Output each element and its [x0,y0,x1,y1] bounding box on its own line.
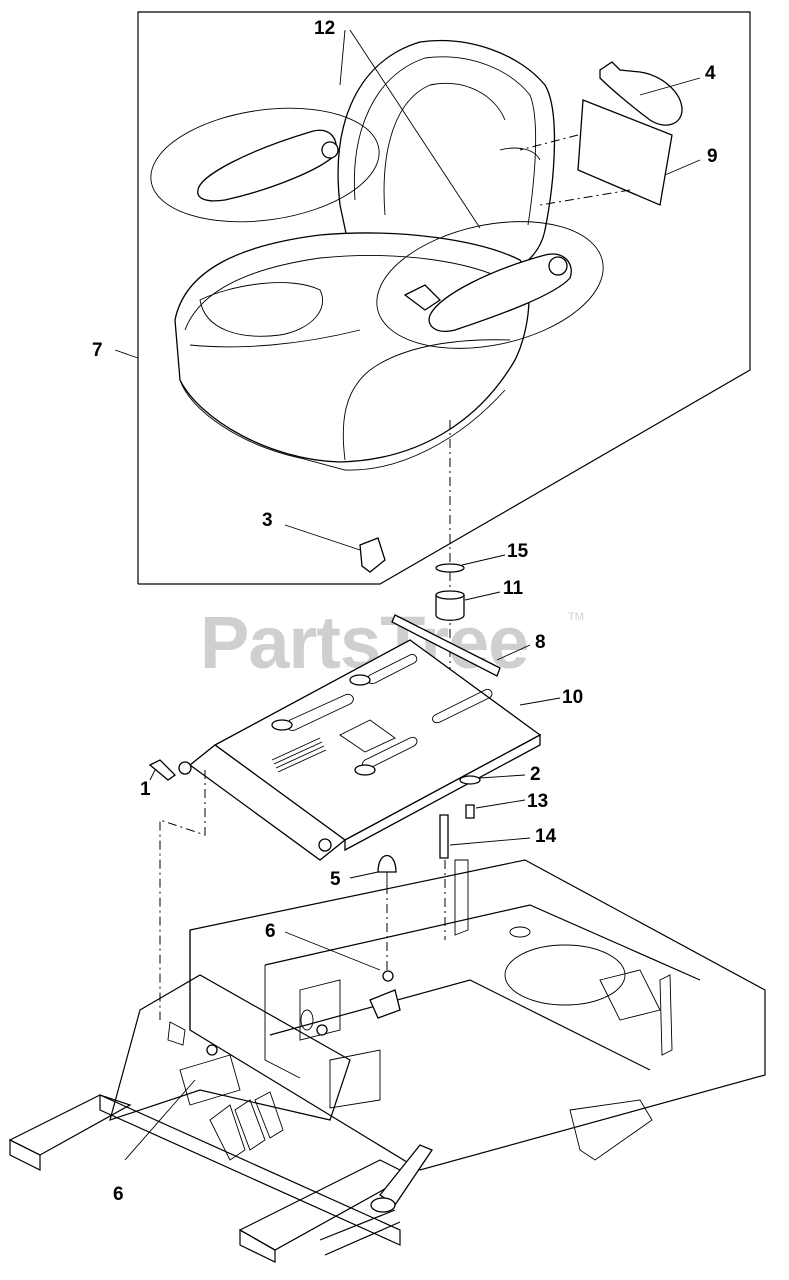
seat-platform [178,639,561,861]
callout-7: 7 [92,340,103,361]
callout-5: 5 [330,869,341,890]
callout-11: 11 [503,578,524,599]
watermark-trademark: TM [568,611,584,623]
callout-15: 15 [507,541,529,562]
seat-kit-frame [137,11,751,585]
callout-13: 13 [527,791,548,812]
callout-12: 12 [314,18,335,39]
bumper-item-5 [349,854,397,970]
pin-hardware [439,774,531,859]
callout-8: 8 [535,632,546,653]
callout-labels: 12 4 9 7 3 15 11 8 10 1 2 13 14 5 6 6 [92,18,718,1205]
mower-frame [189,859,766,1171]
callout-1: 1 [140,779,151,800]
front-axle [8,974,433,1263]
callout-2: 2 [530,764,541,785]
mount-hardware [391,554,531,677]
callout-9: 9 [707,146,718,167]
bolt-item-1 [148,759,177,781]
callout-6-upper: 6 [265,921,276,942]
callout-3: 3 [262,510,273,531]
callout-10: 10 [562,687,583,708]
callout-14: 14 [535,826,557,847]
seat-illustration [150,29,701,700]
callout-4: 4 [705,63,716,84]
callout-6-lower: 6 [113,1184,124,1205]
